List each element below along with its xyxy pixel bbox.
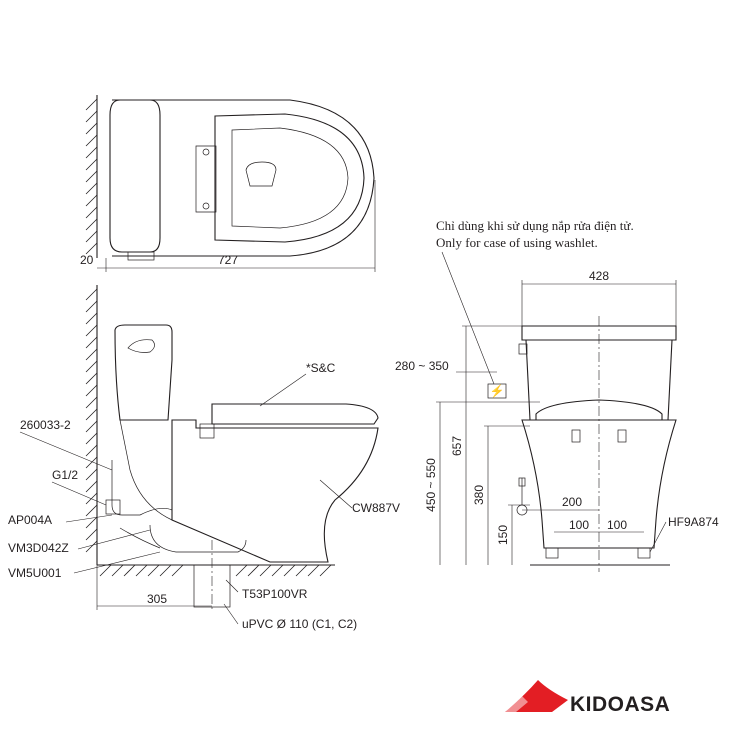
front-washlet-bolt-left xyxy=(571,429,581,443)
side-view-seat-lid xyxy=(211,403,379,425)
side-view-bowl-body xyxy=(171,419,379,563)
socket-height-label: 280 ~ 350 xyxy=(395,359,449,373)
front-view: Chỉ dùng khi sử dụng nắp rửa điện tử. On… xyxy=(395,218,719,572)
front-seat xyxy=(535,399,663,421)
leader-vm3d042z xyxy=(77,529,151,550)
top-view-wall-gap-label: 20 xyxy=(80,253,94,267)
side-view-tank xyxy=(114,324,173,421)
label-seat-sc: *S&C xyxy=(306,361,336,375)
label-upvc-pipe: uPVC Ø 110 (C1, C2) xyxy=(242,617,357,631)
top-view-length-label: 727 xyxy=(218,253,238,267)
leader-260033 xyxy=(19,431,113,471)
front-foot-left xyxy=(545,547,559,559)
label-g1-2: G1/2 xyxy=(52,468,78,482)
front-foot-right xyxy=(637,547,651,559)
leader-ap004a xyxy=(65,514,113,523)
note-leader xyxy=(441,251,495,385)
label-vm3d042z: VM3D042Z xyxy=(8,541,69,555)
side-view-stop-valve xyxy=(105,499,121,515)
side-view-flange-ring xyxy=(149,524,247,553)
rough-in-label: 305 xyxy=(147,592,167,606)
brand-logo-icon xyxy=(505,680,568,712)
side-view-trapway xyxy=(119,419,173,521)
top-view-drain-outlet xyxy=(245,161,277,187)
leader-t53p100vr xyxy=(225,579,239,593)
leader-vm5u001 xyxy=(73,551,161,574)
leader-seat xyxy=(259,373,307,407)
side-view-wall-hatch xyxy=(85,288,98,553)
front-tank-top xyxy=(521,325,677,341)
top-view-hinge-bolt-top xyxy=(202,148,210,156)
label-200: 200 xyxy=(562,495,582,509)
label-100-right: 100 xyxy=(607,518,627,532)
side-view-floor-hatch xyxy=(99,564,332,577)
label-vm5u001: VM5U001 xyxy=(8,566,62,580)
side-view: 260033-2 G1/2 AP004A VM3D042Z VM5U001 *S… xyxy=(8,285,400,631)
brand-name: KIDOASA xyxy=(570,693,670,716)
label-380: 380 xyxy=(472,485,486,505)
note-vietnamese: Chỉ dùng khi sử dụng nắp rửa điện tử. xyxy=(436,218,634,233)
top-view-seat-inner xyxy=(231,127,349,229)
label-hf9a874: HF9A874 xyxy=(668,515,719,529)
brand-block: KIDOASA xyxy=(505,680,670,716)
side-view-connector xyxy=(119,527,161,549)
side-view-flush-button xyxy=(127,339,155,353)
leader-g12 xyxy=(51,481,107,506)
front-tank-button xyxy=(518,343,528,355)
note-english: Only for case of using washlet. xyxy=(436,235,598,250)
leader-upvc xyxy=(223,603,239,625)
front-supply-connector xyxy=(518,477,526,487)
label-150: 150 xyxy=(496,525,510,545)
label-ap004a: AP004A xyxy=(8,513,52,527)
top-view: 727 20 xyxy=(80,95,376,272)
top-view-wall-hatch xyxy=(85,98,98,255)
front-bowl xyxy=(521,419,677,549)
top-view-foot xyxy=(127,251,155,261)
front-power-socket xyxy=(487,383,507,399)
top-view-hinge-block xyxy=(195,145,217,213)
label-450-550: 450 ~ 550 xyxy=(424,458,438,512)
label-260033-2: 260033-2 xyxy=(20,418,71,432)
label-cw887v: CW887V xyxy=(352,501,400,515)
top-view-hinge-bolt-bottom xyxy=(202,202,210,210)
front-washlet-bolt-right xyxy=(617,429,627,443)
leader-hf9a874 xyxy=(649,521,667,553)
side-view-seat-hinge xyxy=(199,423,215,439)
top-view-body-outline xyxy=(112,99,375,257)
label-t53p100vr: T53P100VR xyxy=(242,587,308,601)
label-100-left: 100 xyxy=(569,518,589,532)
top-view-tank xyxy=(109,99,161,253)
top-view-seat-outer xyxy=(214,113,365,243)
leader-cw887v xyxy=(319,479,353,509)
side-view-supply-hose xyxy=(111,460,173,516)
front-socket-symbol: ⚡ xyxy=(490,384,505,398)
label-657: 657 xyxy=(450,436,464,456)
front-width-label: 428 xyxy=(589,269,609,283)
